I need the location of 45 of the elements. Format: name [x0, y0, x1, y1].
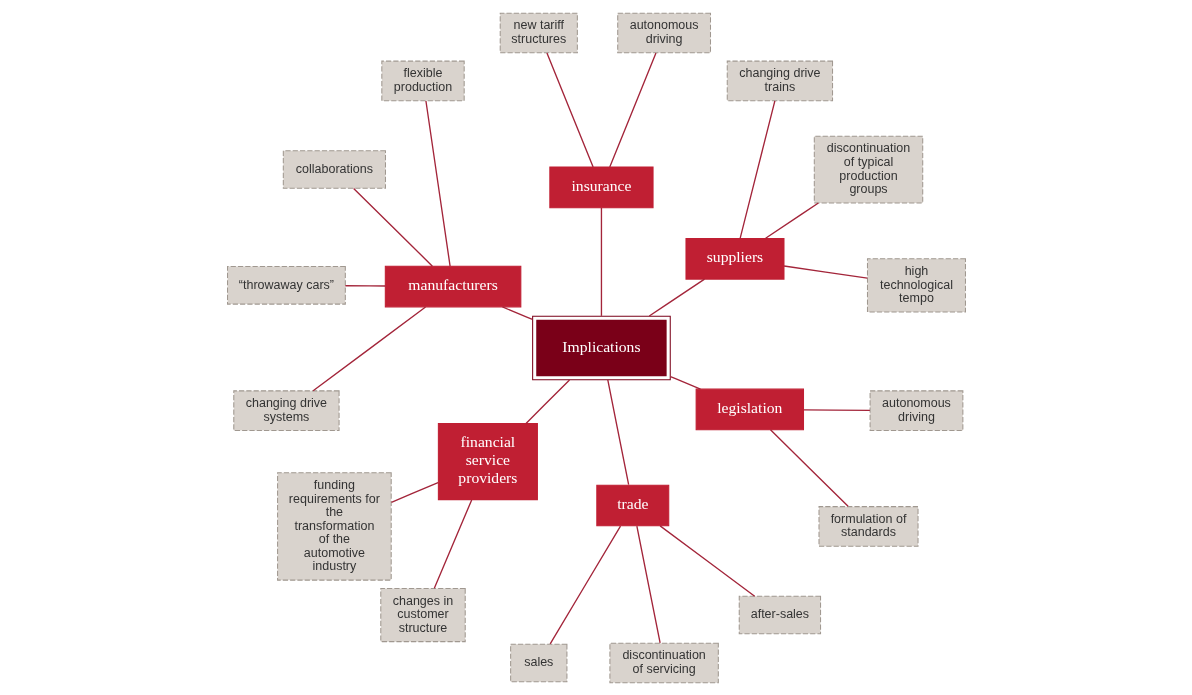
connector: [424, 99, 451, 267]
node-box: financial service providers: [437, 422, 538, 500]
node-box: suppliers: [684, 237, 784, 280]
node-box: autonomous driving: [869, 389, 963, 431]
connector: [390, 481, 439, 503]
node-box: changing drive trains: [726, 60, 833, 101]
connector: [802, 408, 871, 411]
connector: [769, 428, 849, 507]
connector: [608, 51, 657, 168]
node-box: changing drive systems: [232, 389, 340, 431]
connector: [352, 187, 433, 267]
connector: [635, 524, 661, 644]
node-box: funding requirements for the transformation of the automotive industry: [276, 471, 392, 581]
connector: [658, 524, 755, 597]
node-box: insurance: [548, 166, 654, 208]
node-box: flexible production: [380, 60, 465, 101]
node-box: trade: [595, 484, 669, 526]
node-box: autonomous driving: [616, 12, 711, 53]
connector: [606, 378, 629, 485]
node-box: discontinuation of servicing: [608, 642, 719, 683]
node-box: changes in customer structure: [379, 587, 466, 642]
connector: [600, 206, 602, 317]
node-box: high technological tempo: [866, 257, 966, 312]
node-box: manufacturers: [384, 265, 521, 307]
node-box: discontinuation of typical production groups: [813, 135, 923, 203]
node-box: legislation: [695, 388, 804, 430]
connector: [648, 277, 705, 317]
connector: [669, 375, 701, 390]
node-box: “throwaway cars”: [226, 265, 346, 305]
connector: [782, 264, 868, 279]
node-box: new tariff structures: [499, 12, 578, 53]
connector: [545, 51, 594, 168]
connector: [738, 99, 776, 239]
connector: [501, 305, 533, 320]
node-box: Implications: [531, 315, 671, 380]
connector: [764, 201, 819, 239]
connector: [312, 305, 426, 391]
connector: [433, 498, 472, 589]
node-box: formulation of standards: [818, 505, 919, 547]
node-box: after-sales: [738, 595, 821, 634]
connector: [344, 284, 386, 287]
connector: [524, 378, 570, 424]
node-box: collaborations: [282, 149, 386, 189]
node-box: sales: [509, 643, 567, 682]
connector: [549, 524, 621, 645]
